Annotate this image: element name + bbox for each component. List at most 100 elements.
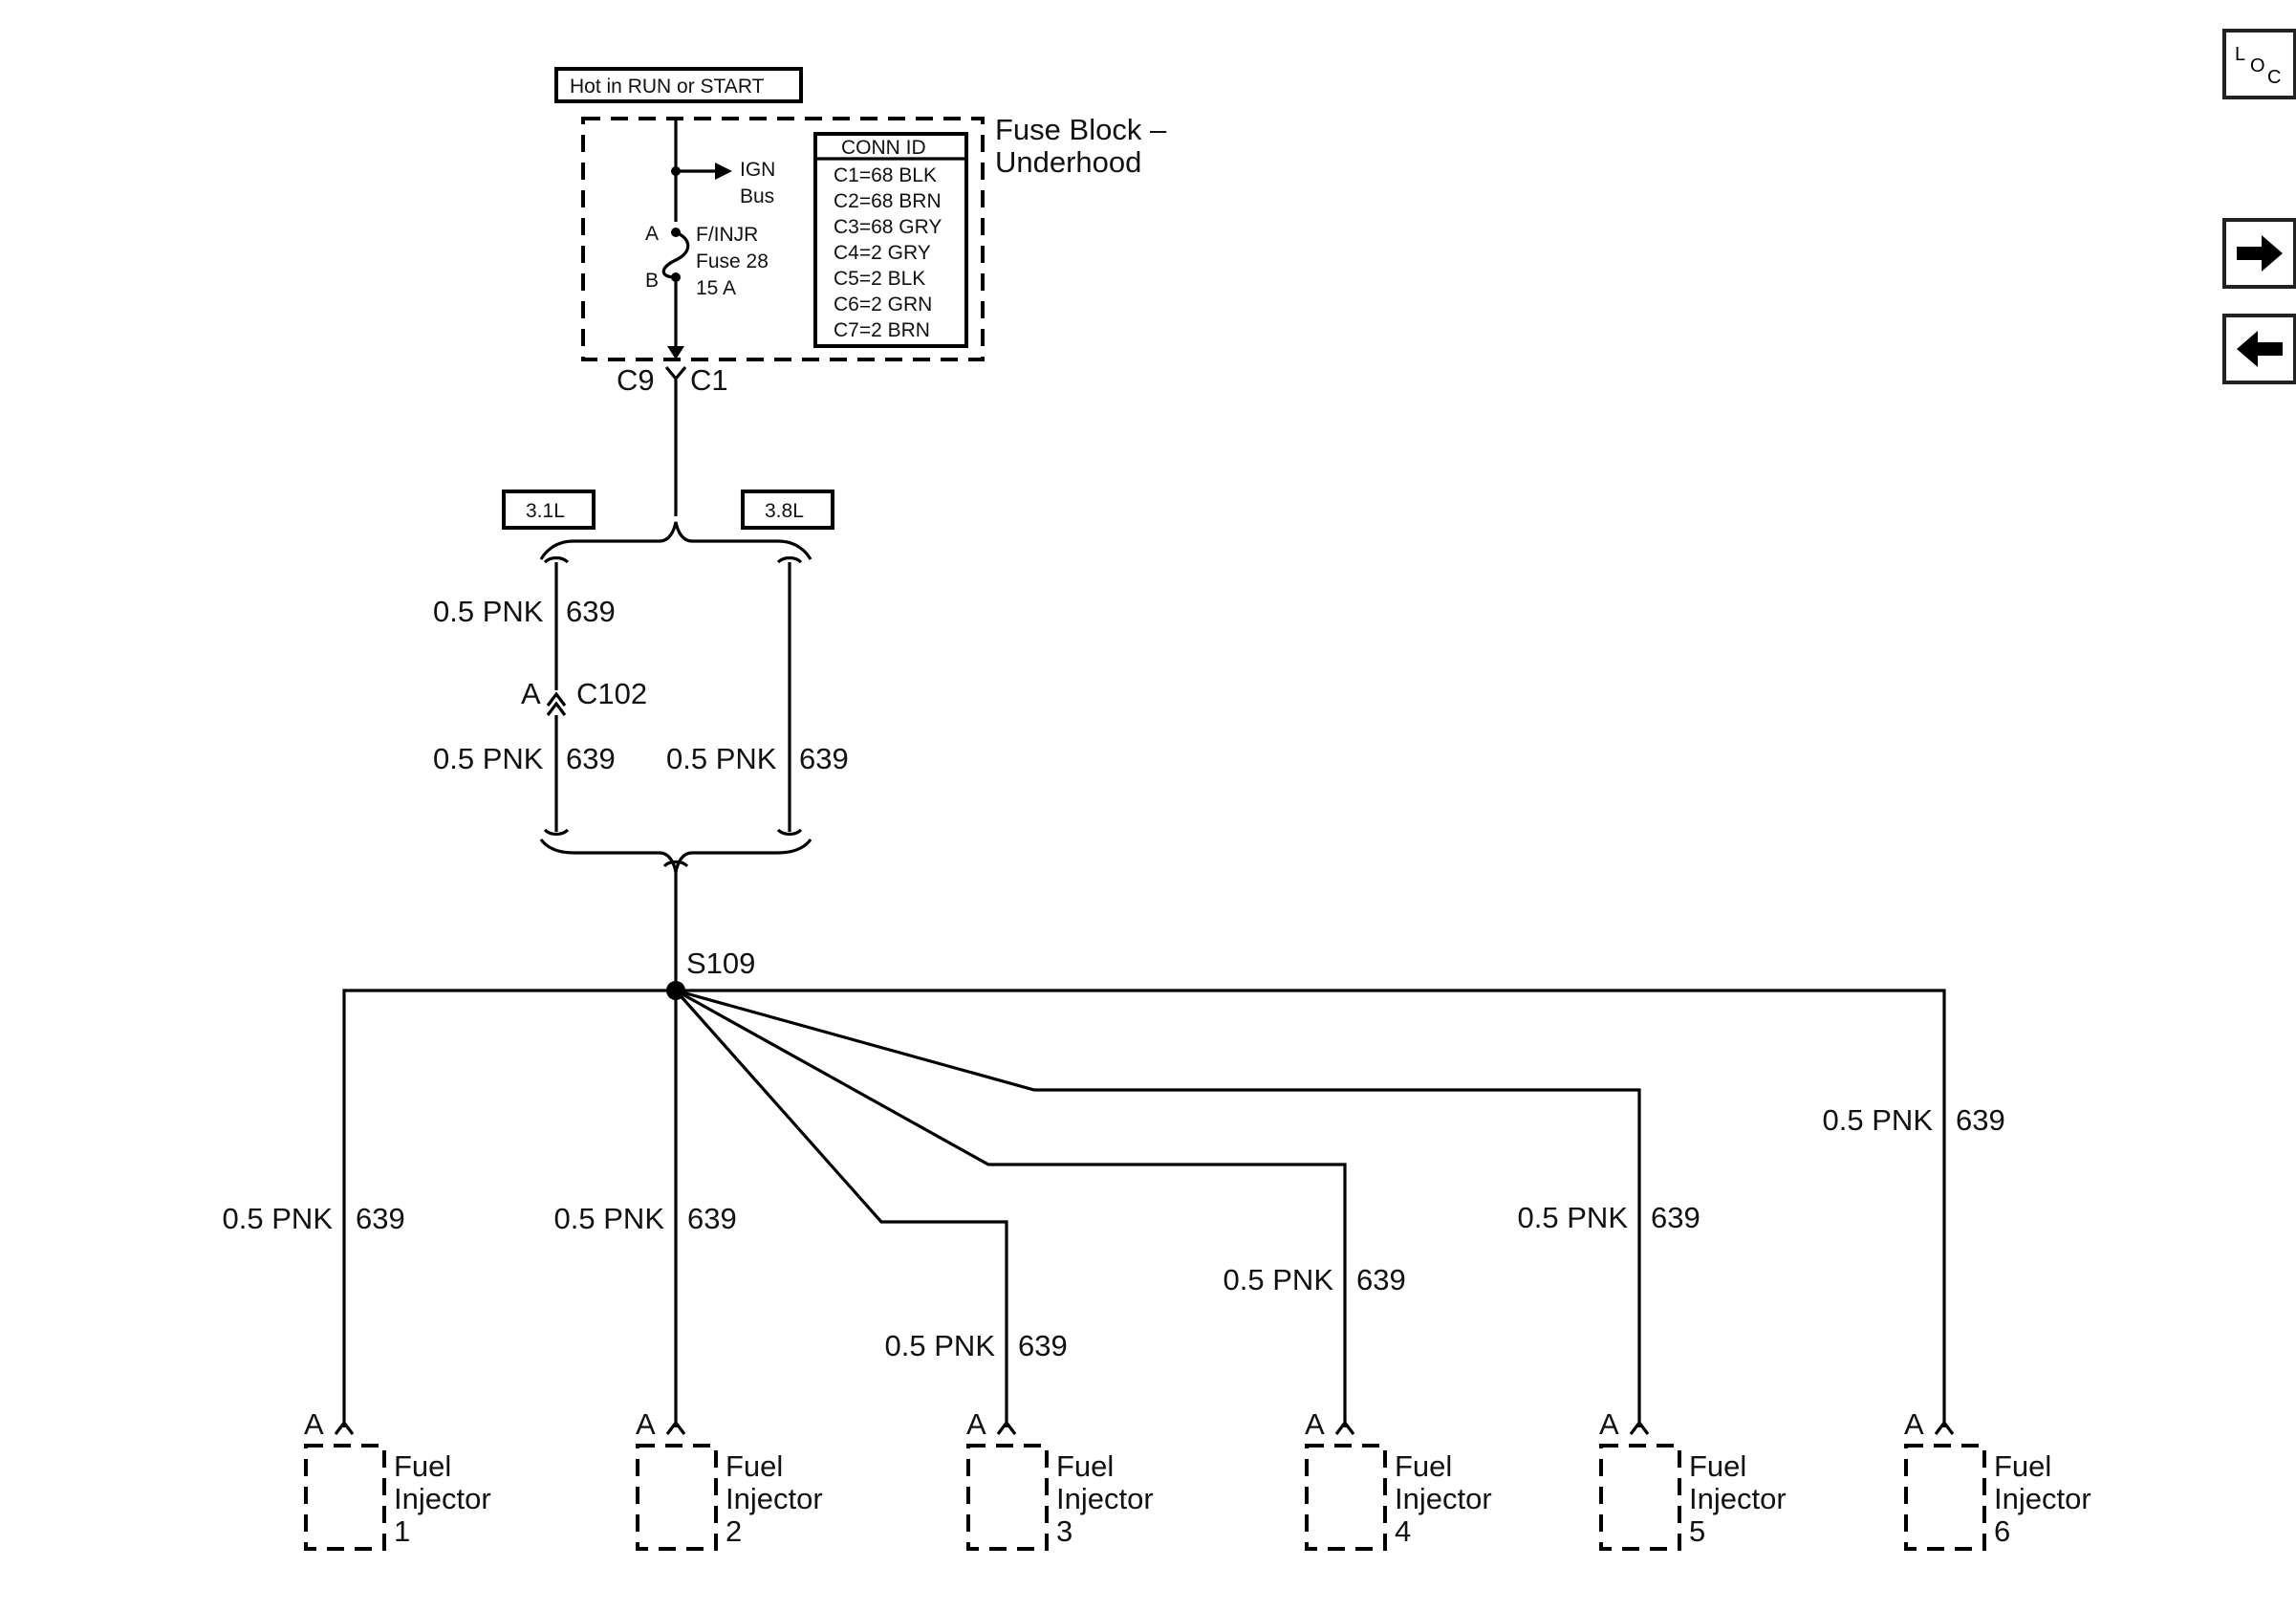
- injector-label-line2: Injector: [394, 1482, 491, 1515]
- fuse-block-name-line2: Underhood: [995, 145, 1141, 179]
- engine-option-3-8l-box: [741, 490, 834, 530]
- lower-option-bracket: [539, 838, 812, 873]
- lower-bracket-cap-center: [662, 860, 689, 868]
- c9-c1-connector-symbol: [664, 365, 687, 516]
- wire-circuit-label: 639: [1651, 1201, 1700, 1234]
- wire-circuit-label: 639: [1356, 1263, 1406, 1296]
- injector-pin-label: A: [304, 1407, 324, 1441]
- wire-size-label: 0.5 PNK: [1224, 1263, 1334, 1296]
- injector-label-line1: Fuel: [1689, 1449, 1746, 1483]
- injector-connector-symbol: [996, 1420, 1017, 1435]
- fuse-block-outline: [581, 117, 985, 361]
- loc-letter-c: C: [2267, 67, 2281, 88]
- fuse-block-name-line1: Fuse Block –: [995, 113, 1167, 146]
- wire-circuit-label: 639: [687, 1202, 737, 1235]
- conn-id-row: C1=68 BLK: [834, 164, 937, 186]
- wire-circuit-label: 639: [1956, 1103, 2005, 1137]
- power-label: Hot in RUN or START: [570, 76, 765, 98]
- upper-bracket-cap-right: [776, 555, 803, 564]
- injector-number: 4: [1395, 1514, 1411, 1548]
- injector-connector-symbol: [334, 1420, 355, 1435]
- wire-size-label: 0.5 PNK: [554, 1202, 665, 1235]
- fuse-number: Fuse 28: [696, 250, 769, 272]
- engine-option-3-1l-box: [502, 490, 596, 530]
- injector-number: 2: [726, 1514, 742, 1548]
- loc-letter-l: L: [2235, 44, 2245, 65]
- power-label-box: [554, 67, 803, 103]
- wire-label-3-1l-upper-size: 0.5 PNK: [433, 595, 544, 628]
- injector-label-line2: Injector: [1994, 1482, 2091, 1515]
- wire-circuit-label: 639: [1018, 1329, 1068, 1362]
- injector-label-line2: Injector: [1689, 1482, 1787, 1515]
- conn-id-row: C4=2 GRY: [834, 242, 931, 264]
- injector-connector-symbol: [1334, 1420, 1355, 1435]
- injector-label-line1: Fuel: [1994, 1449, 2051, 1483]
- wire-to-injector-1: [342, 989, 676, 1427]
- injector-connector-symbol: [1629, 1420, 1650, 1435]
- wire-to-injector-5: [675, 989, 1641, 1427]
- injector-label-line1: Fuel: [726, 1449, 783, 1483]
- injector-label-line1: Fuel: [1395, 1449, 1452, 1483]
- conn-id-row: C3=68 GRY: [834, 216, 942, 238]
- wire-to-injector-4: [675, 989, 1347, 1427]
- injector-component-outline: [1904, 1444, 1986, 1551]
- wire-label-3-1l-upper-circuit: 639: [566, 595, 616, 628]
- injector-label-line2: Injector: [726, 1482, 823, 1515]
- injector-component-outline: [304, 1444, 386, 1551]
- injector-number: 3: [1056, 1514, 1072, 1548]
- injector-number: 5: [1689, 1514, 1705, 1548]
- fuse-rating: 15 A: [696, 277, 736, 299]
- injector-pin-label: A: [1599, 1407, 1619, 1441]
- lower-bracket-cap-right: [776, 828, 803, 837]
- injector-pin-label: A: [1305, 1407, 1325, 1441]
- injector-pin-label: A: [966, 1407, 986, 1441]
- conn-id-title: CONN ID: [841, 137, 926, 159]
- conn-id-row: C6=2 GRN: [834, 294, 932, 316]
- wire-label-3-1l-lower-size: 0.5 PNK: [433, 742, 544, 775]
- injector-component-outline: [636, 1444, 718, 1551]
- next-page-button[interactable]: [2222, 218, 2296, 289]
- conn-id-row: C5=2 BLK: [834, 268, 925, 290]
- injector-label-line2: Injector: [1395, 1482, 1492, 1515]
- c1-label: C1: [690, 363, 728, 397]
- wire-to-injector-6: [676, 989, 1946, 1427]
- c102-connector-symbol: [546, 691, 567, 716]
- conn-id-table: [813, 132, 968, 348]
- loc-icon: L O C: [2235, 44, 2281, 88]
- injector-component-outline: [1599, 1444, 1681, 1551]
- wire-label-3-1l-lower-circuit: 639: [566, 742, 616, 775]
- upper-bracket-cap-left: [543, 555, 570, 564]
- engine-option-3-8l: 3.8L: [765, 500, 804, 522]
- c9-label: C9: [617, 363, 655, 397]
- wire-to-injector-3: [674, 989, 1008, 1427]
- c102-label: C102: [576, 677, 647, 710]
- fuse-terminal-b-label: B: [645, 270, 659, 292]
- injector-label-line2: Injector: [1056, 1482, 1154, 1515]
- conn-id-row: C7=2 BRN: [834, 319, 930, 341]
- wire-size-label: 0.5 PNK: [1823, 1103, 1934, 1137]
- injector-pin-label: A: [1904, 1407, 1924, 1441]
- upper-option-bracket: [539, 521, 812, 560]
- injector-connector-symbol: [665, 1420, 686, 1435]
- wire-label-3-8l-size: 0.5 PNK: [666, 742, 777, 775]
- arrow-right-icon: [2237, 235, 2283, 272]
- previous-page-button[interactable]: [2222, 314, 2296, 384]
- c102-pin-label: A: [521, 677, 541, 710]
- wire-label-3-8l-circuit: 639: [799, 742, 849, 775]
- arrow-left-icon: [2237, 331, 2283, 367]
- injector-number: 1: [394, 1514, 410, 1548]
- loc-button[interactable]: L O C: [2222, 29, 2296, 99]
- splice-label: S109: [686, 947, 755, 980]
- injector-number: 6: [1994, 1514, 2010, 1548]
- fuse-symbol: [661, 230, 690, 279]
- ign-bus-arrow-icon: [715, 163, 732, 180]
- fuse-block-out-arrow-icon: [667, 346, 684, 359]
